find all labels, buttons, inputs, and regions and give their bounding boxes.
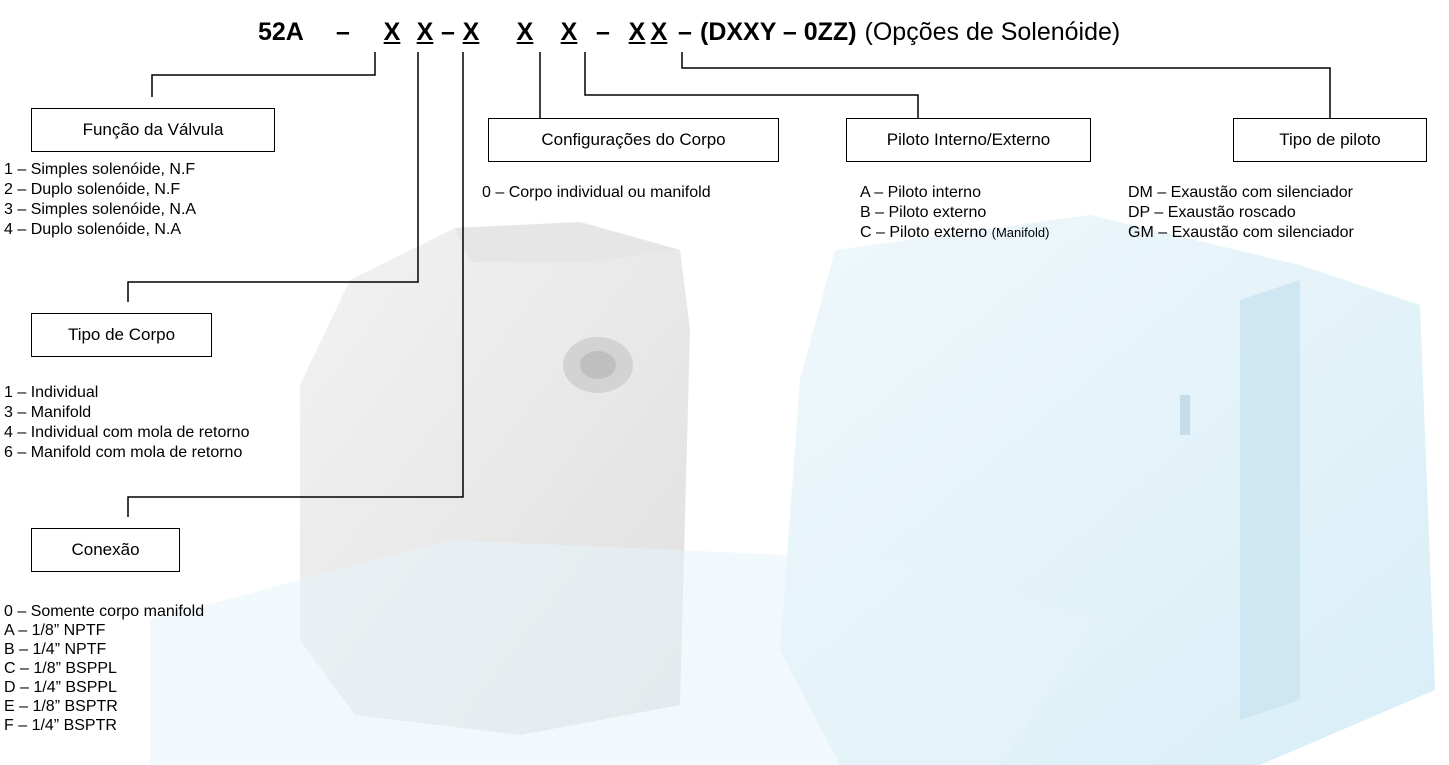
code-seg-conexao: X bbox=[462, 18, 480, 46]
list-item: A – Piloto interno bbox=[860, 184, 981, 201]
config-box: Configurações do Corpo bbox=[488, 118, 779, 162]
funcao-box: Função da Válvula bbox=[31, 108, 275, 152]
code-dash-3: – bbox=[596, 18, 610, 46]
code-dash-1: – bbox=[336, 18, 350, 46]
code-prefix: 52A bbox=[258, 18, 304, 46]
list-item: 4 – Duplo solenóide, N.A bbox=[4, 221, 181, 238]
tipo-corpo-title: Tipo de Corpo bbox=[67, 325, 176, 344]
list-item: 2 – Duplo solenóide, N.F bbox=[4, 181, 181, 198]
list-item: 4 – Individual com mola de retorno bbox=[4, 424, 250, 441]
list-item: 1 – Simples solenóide, N.F bbox=[4, 161, 196, 178]
list-item: DP – Exaustão roscado bbox=[1128, 204, 1296, 221]
tipo-piloto-list: DM – Exaustão com silenciador DP – Exaus… bbox=[1128, 183, 1354, 243]
list-item: E – 1/8” BSPTR bbox=[4, 698, 118, 715]
list-item: A – 1/8” NPTF bbox=[4, 622, 106, 639]
leader-tipo-piloto bbox=[681, 52, 1331, 118]
list-item: C – Piloto externo (Manifold) bbox=[860, 224, 1050, 241]
piloto-list: A – Piloto interno B – Piloto externo C … bbox=[860, 183, 1049, 243]
list-item: F – 1/4” BSPTR bbox=[4, 717, 117, 734]
leader-tipo-corpo bbox=[127, 52, 419, 302]
piloto-box: Piloto Interno/Externo bbox=[846, 118, 1091, 162]
config-list: 0 – Corpo individual ou manifold bbox=[482, 183, 711, 203]
list-item: DM – Exaustão com silenciador bbox=[1128, 184, 1353, 201]
list-item: C – 1/8” BSPPL bbox=[4, 660, 117, 677]
piloto-title: Piloto Interno/Externo bbox=[886, 130, 1051, 149]
tipo-piloto-title: Tipo de piloto bbox=[1279, 130, 1381, 149]
code-seg-tipo-corpo: X bbox=[416, 18, 434, 46]
valve-base-shape bbox=[150, 540, 1100, 765]
list-item: 1 – Individual bbox=[4, 384, 99, 401]
code-seg-tipo-piloto-a: X bbox=[628, 18, 646, 46]
code-seg-tipo-piloto-b: X bbox=[650, 18, 668, 46]
list-item: D – 1/4” BSPPL bbox=[4, 679, 117, 696]
list-item: 0 – Somente corpo manifold bbox=[4, 603, 205, 620]
leader-funcao bbox=[151, 52, 376, 97]
list-item: B – 1/4” NPTF bbox=[4, 641, 107, 658]
code-seg-funcao: X bbox=[383, 18, 401, 46]
code-suffix: (DXXY – 0ZZ) bbox=[700, 18, 857, 46]
tipo-piloto-box: Tipo de piloto bbox=[1233, 118, 1427, 162]
config-title: Configurações do Corpo bbox=[541, 130, 726, 149]
leader-conexao bbox=[127, 52, 464, 517]
tipo-corpo-box: Tipo de Corpo bbox=[31, 313, 212, 357]
code-seg-config: X bbox=[516, 18, 534, 46]
funcao-list: 1 – Simples solenóide, N.F 2 – Duplo sol… bbox=[4, 160, 196, 240]
conexao-box: Conexão bbox=[31, 528, 180, 572]
code-dash-2: – bbox=[441, 18, 455, 46]
leader-piloto bbox=[584, 52, 919, 118]
list-item: GM – Exaustão com silenciador bbox=[1128, 224, 1354, 241]
conexao-title: Conexão bbox=[71, 540, 140, 559]
list-item: 3 – Manifold bbox=[4, 404, 92, 421]
code-seg-piloto: X bbox=[560, 18, 578, 46]
list-item: B – Piloto externo bbox=[860, 204, 987, 221]
code-suffix-label: (Opções de Solenóide) bbox=[864, 18, 1121, 46]
code-dash-4: – bbox=[678, 18, 692, 46]
funcao-title: Função da Válvula bbox=[82, 120, 224, 139]
conexao-list: 0 – Somente corpo manifold A – 1/8” NPTF… bbox=[4, 602, 204, 735]
list-item: 3 – Simples solenóide, N.A bbox=[4, 201, 197, 218]
list-item: 6 – Manifold com mola de retorno bbox=[4, 444, 243, 461]
manifold-note: (Manifold) bbox=[991, 225, 1050, 240]
list-item: 0 – Corpo individual ou manifold bbox=[482, 184, 711, 201]
tipo-corpo-list: 1 – Individual 3 – Manifold 4 – Individu… bbox=[4, 383, 249, 463]
